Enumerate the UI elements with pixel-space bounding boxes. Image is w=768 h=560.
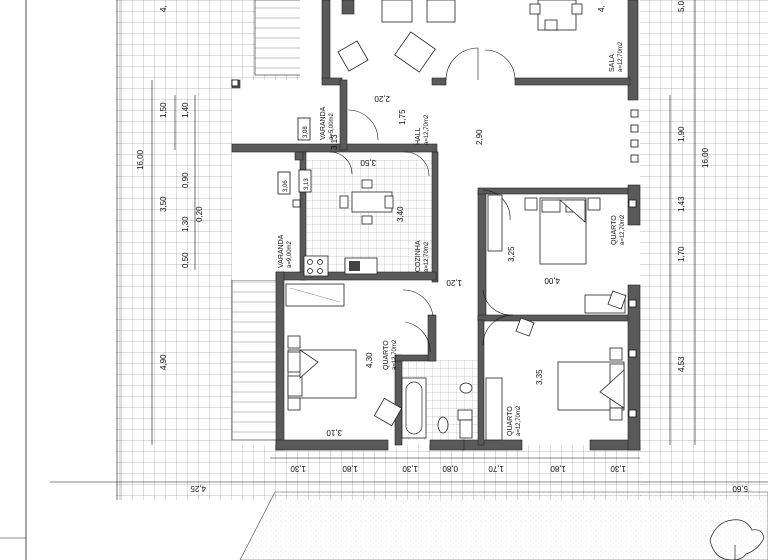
window-marks <box>231 79 639 418</box>
dim-left-1-50: 1,50 <box>159 102 168 118</box>
interior-dimensions: 4, 4, 5,0 2,20 1,75 2,90 3,13 3,50 3,40 … <box>159 0 686 437</box>
room-area-quarto-right-bottom: a=12,70m2 <box>516 405 522 436</box>
dim-bottom-5: 1,80 <box>550 464 566 473</box>
room-area-quarto-right-top: a=12,70m2 <box>620 214 626 245</box>
room-label-hall: HALL <box>415 127 422 145</box>
room-area-varanda-top: a=5,00m2 <box>329 112 335 140</box>
room-tag-varanda-top: 3,08 <box>303 126 309 138</box>
dim-bottom-5-60: 5,60 <box>732 484 748 493</box>
walls <box>231 0 641 451</box>
dim-3-10: 3,10 <box>326 428 342 437</box>
dim-3-13: 3,13 <box>330 134 339 150</box>
bed-right-top <box>487 194 627 314</box>
dim-3-25: 3,25 <box>507 246 516 262</box>
room-label-varanda-left: VARANDA <box>278 234 285 268</box>
dim-2-90: 2,90 <box>475 129 484 145</box>
room-area-quarto-left: a=12,70m2 <box>392 339 398 370</box>
dim-4-top: 4, <box>159 5 168 12</box>
left-dimensions: 16,00 1,50 1,40 0,90 3,50 1,30 0,20 0,50… <box>136 102 204 370</box>
room-label-varanda-top: VARANDA <box>320 106 327 140</box>
stairs-left <box>231 279 281 441</box>
bathroom-fixtures <box>401 377 473 439</box>
dim-bottom-4-25: 4,25 <box>190 484 206 493</box>
door-swings <box>329 47 516 353</box>
dim-left-3-50: 3,50 <box>159 196 168 212</box>
bottom-dimensions: 1,30 1,80 1,30 0,80 1,70 1,80 1,30 4,25 … <box>50 457 768 493</box>
exterior-grid <box>116 0 768 500</box>
left-dimension-lines <box>116 0 196 500</box>
room-label-quarto-right-top: QUARTO <box>611 215 618 245</box>
room-tag-varanda-left: 3,06 <box>283 180 289 192</box>
dim-left-1-40: 1,40 <box>181 102 190 118</box>
room-area-cozinha: a=12,70m2 <box>424 241 430 272</box>
dim-bottom-0: 1,30 <box>290 464 306 473</box>
dim-1-75: 1,75 <box>398 109 407 125</box>
dim-bottom-2: 1,30 <box>402 464 418 473</box>
bed-left <box>285 283 403 427</box>
dim-right-4-53: 4,53 <box>677 356 686 372</box>
garden-area <box>239 491 768 560</box>
dim-bottom-4: 1,70 <box>488 464 504 473</box>
dim-4-00: 4,00 <box>544 276 560 285</box>
dim-3-50-kitchen: 3,50 <box>360 158 376 167</box>
room-label-sala: SALA <box>609 54 616 72</box>
dim-left-0-90: 0,90 <box>181 172 190 188</box>
dim-left-0-50: 0,50 <box>181 252 190 268</box>
right-dimensions: 1,90 16,00 1,43 1,70 4,53 <box>669 0 710 445</box>
dim-bottom-1: 1,80 <box>342 464 358 473</box>
dim-4-right-of-sala: 4, <box>597 5 606 12</box>
dim-2-20: 2,20 <box>374 94 390 103</box>
sala-furniture <box>337 0 583 73</box>
dim-left-4-90: 4,90 <box>159 354 168 370</box>
room-tag-cozinha: 3,13 <box>304 178 310 190</box>
room-label-cozinha: COZINHA <box>415 240 422 272</box>
dim-right-1-90: 1,90 <box>677 126 686 142</box>
dim-3-40: 3,40 <box>396 206 405 222</box>
dim-right-16-00: 16,00 <box>701 147 710 168</box>
dim-right-1-70: 1,70 <box>677 246 686 262</box>
room-area-hall: a=12,70m2 <box>424 114 430 145</box>
dim-left-16-00: 16,00 <box>136 149 145 170</box>
dim-right-1-43: 1,43 <box>677 196 686 212</box>
room-label-quarto-left: QUARTO <box>383 340 390 370</box>
kitchen-furniture <box>303 179 394 277</box>
room-labels: SALA a=12,70m2 VARANDA a=5,00m2 3,08 HAL… <box>277 41 626 436</box>
room-area-sala: a=12,70m2 <box>618 41 624 72</box>
dim-bottom-3: 0,80 <box>442 464 458 473</box>
dim-4-30: 4,30 <box>365 352 374 368</box>
room-label-quarto-right-bottom: QUARTO <box>507 406 514 436</box>
dim-1-20: 1,20 <box>446 278 462 287</box>
room-area-varanda-left: a=9,00m2 <box>287 240 293 268</box>
bed-right-bottom <box>485 317 625 441</box>
dim-5-60-top: 5,0 <box>677 0 686 12</box>
dim-bottom-6: 1,30 <box>610 464 626 473</box>
dim-left-1-30: 1,30 <box>181 216 190 232</box>
dim-3-35: 3,35 <box>535 369 544 385</box>
stairs-top <box>254 0 304 76</box>
tree-icon <box>709 519 765 560</box>
dim-left-0-20: 0,20 <box>195 206 204 222</box>
